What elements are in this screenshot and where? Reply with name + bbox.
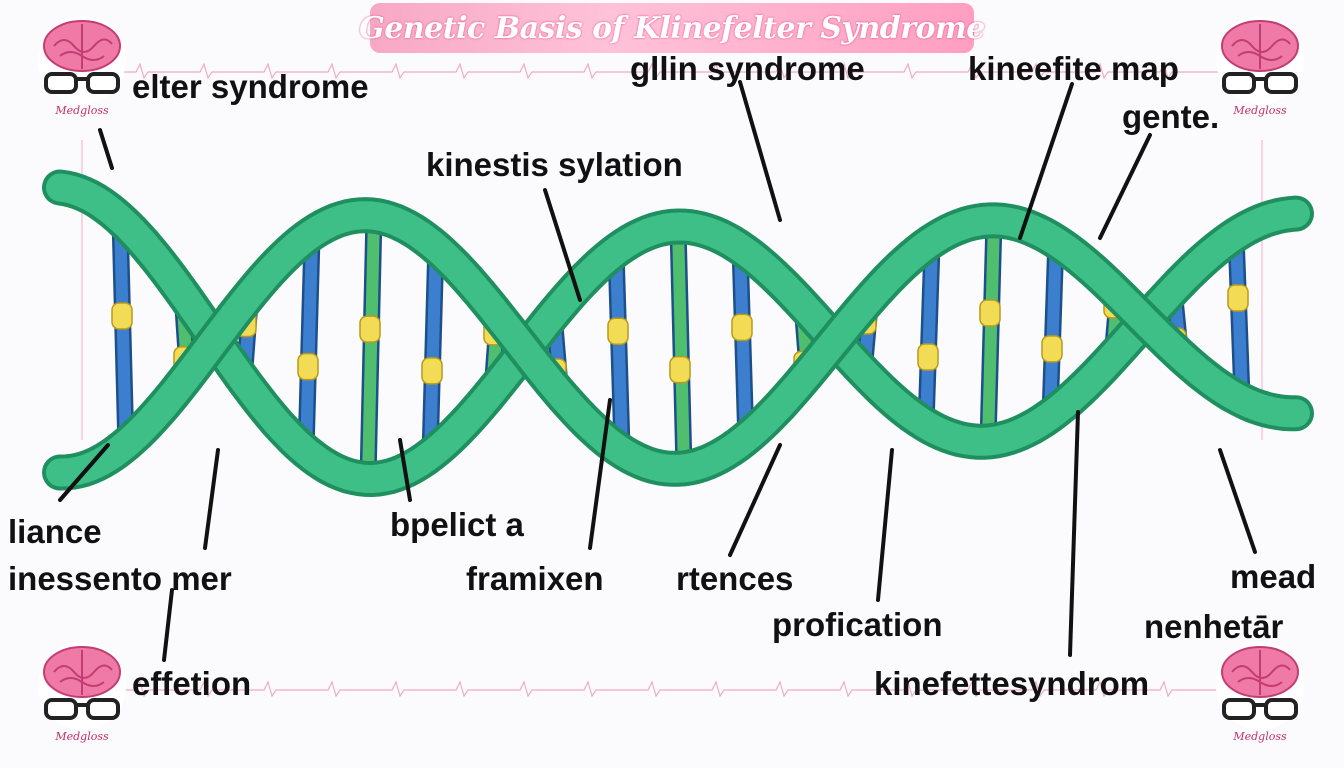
glasses-lens-right [86,72,120,94]
base-pair-rung [734,241,752,450]
label-inessento-mer: inessento mer [8,560,232,597]
label-kineefite-map: kineefite map [968,50,1179,87]
base-pair-rung [1044,231,1062,422]
nucleotide-marker [979,299,1001,327]
backbone-strand [46,173,1310,494]
leader-line [1018,82,1074,240]
nucleotide-marker [1227,284,1249,312]
label-gllin-syndrome: gllin syndrome [630,50,865,87]
label-bpelict-a: bpelict a [390,506,524,543]
brain-logo-top-left: Medgloss [34,14,130,126]
ekg-border-bottom [110,680,1240,698]
nucleotide-marker [359,315,381,343]
label-mead: mead [1230,558,1317,595]
brain-logo-top-right: Medgloss [1212,14,1308,126]
nucleotide-marker [731,313,753,342]
leader-line [398,438,412,502]
nucleotide-marker [111,302,133,330]
brain-folds [1231,650,1291,695]
glasses-lens-left [44,72,78,94]
glasses-lens-left [44,698,78,720]
leader-line [162,588,174,662]
base-pair-rung [300,231,318,458]
diagram-title: Genetic Basis of Klinefelter Syndrome [359,10,985,46]
base-pair-rung [610,244,628,454]
title-banner: Genetic Basis of Klinefelter Syndrome [359,3,985,53]
ekg-border-top [110,62,1240,80]
label-kinefettesyndrom: kinefettesyndrom [874,665,1150,702]
base-pair-rung [424,236,442,462]
leader-line [1218,448,1257,554]
glasses-lens-right [1264,698,1298,720]
nucleotide-marker [297,352,319,381]
base-pair-rung [114,212,132,456]
leader-line [98,128,114,170]
logo-watermark-text: Medgloss [1233,104,1287,117]
leader-line [203,448,220,550]
glasses-lens-right [1264,72,1298,94]
leader-line [543,188,582,302]
leader-line [588,398,612,550]
brain-folds [53,24,113,69]
leader-line [1098,133,1152,240]
label-liance: liance [8,513,102,550]
label-rtences: rtences [676,560,794,597]
brain-logo-bottom-left: Medgloss [34,640,130,752]
backbone-strand [46,201,1310,487]
label-nenhetar: nenhetār [1144,608,1284,645]
leader-line [876,448,894,602]
base-pair-rung [920,239,938,431]
base-pair-rung [672,220,690,475]
leader-line [728,443,782,557]
brain-folds [1231,24,1291,69]
nucleotide-marker [1041,335,1063,363]
glasses-lens-left [1222,72,1256,94]
base-pair-rung [1230,228,1248,404]
nucleotide-marker [917,343,939,371]
label-framixen: framixen [466,560,604,597]
leader-line [738,80,782,222]
label-profication: profication [772,606,943,643]
brain-logo-bottom-right: Medgloss [1212,640,1308,752]
logo-watermark-text: Medgloss [55,730,109,743]
glasses-lens-left [1222,698,1256,720]
leader-line [1068,410,1080,657]
label-gente: gente. [1122,98,1220,135]
leader-line [58,443,110,502]
brain-folds [53,650,113,695]
label-effetion: effetion [132,665,252,702]
base-pair-rung [982,214,1000,448]
nucleotide-marker [607,317,629,345]
nucleotide-marker [421,357,443,385]
base-pair-rung [362,209,380,485]
label-elter-syndrome: elter syndrome [132,68,369,105]
label-kinestis-sylation: kinestis sylation [426,146,683,183]
nucleotide-marker [669,355,691,384]
logo-watermark-text: Medgloss [55,104,109,117]
logo-watermark-text: Medgloss [1233,730,1287,743]
glasses-lens-right [86,698,120,720]
